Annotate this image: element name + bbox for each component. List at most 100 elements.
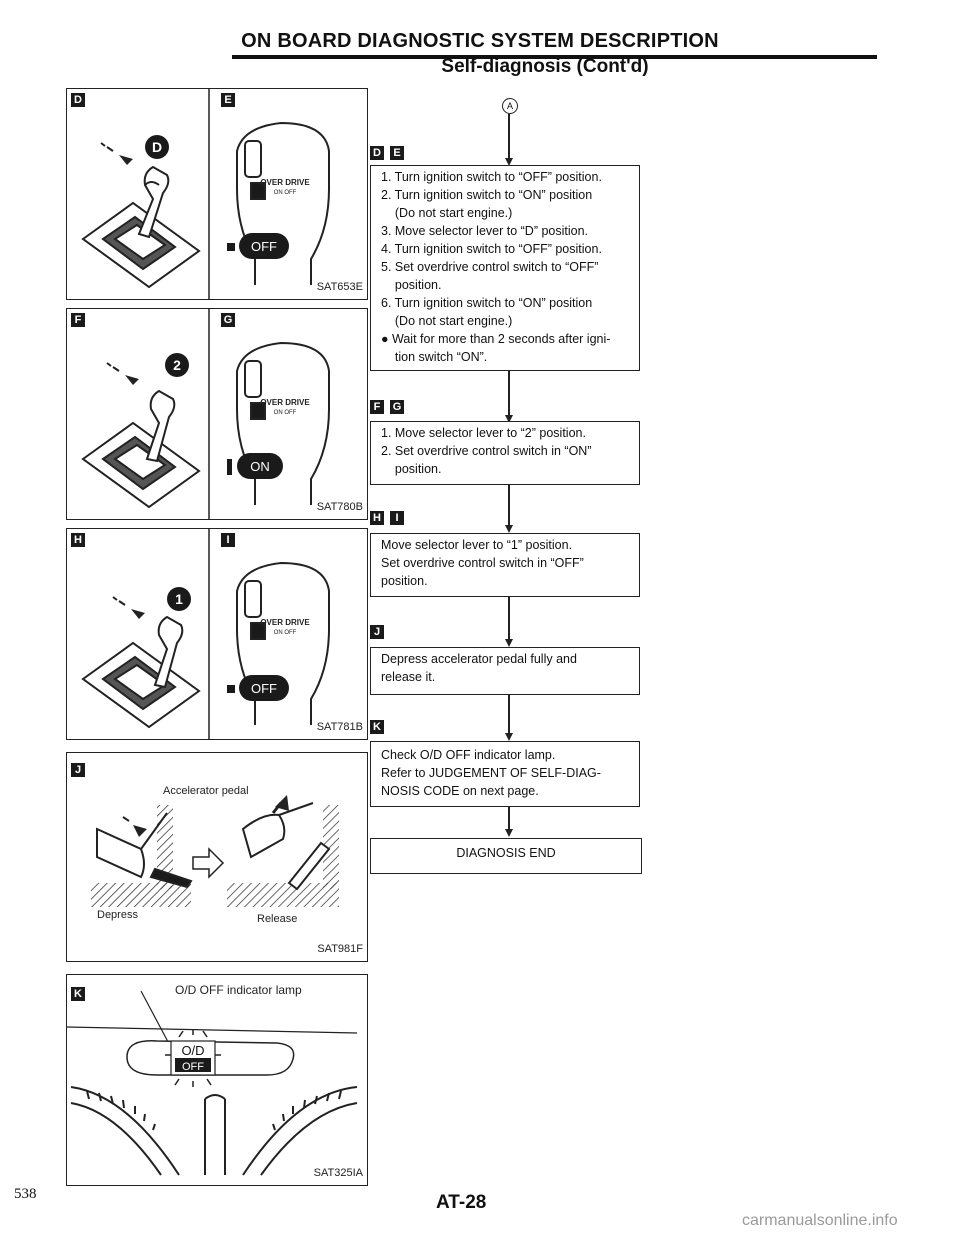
step1-badge-d: D [370,146,384,160]
selector-lever-drawing [81,615,201,729]
svg-text:2: 2 [173,357,181,373]
step1-line: ● Wait for more than 2 seconds after ign… [381,332,611,346]
step2-line: 2. Set overdrive control switch in “ON” [381,444,592,458]
flow-step-4: Depress accelerator pedal fully and rele… [370,647,640,695]
flow-start-marker: A [502,98,518,114]
step5-line: Check O/D OFF indicator lamp. [381,748,556,762]
flow-arrow-head-2 [505,525,513,533]
depress-arrow-icon [122,816,147,837]
page-code: AT-28 [436,1192,487,1213]
figure-row1-drawing: D OVER DRIVE ON OFF OFF [81,89,330,299]
svg-text:OVER DRIVE: OVER DRIVE [260,398,310,407]
page-number: 538 [14,1186,37,1202]
figure-badge-h: H [71,533,85,547]
step3-badge-i: I [390,511,404,525]
figure-badge-i: I [221,533,235,547]
selector-lever-drawing [81,165,201,289]
pedal-depress-drawing [91,805,193,907]
motion-arrow-icon [106,362,139,385]
header-rule [232,55,877,59]
step1-badge-e: E [390,146,404,160]
step1-line: position. [381,278,442,292]
step2-badge-f: F [370,400,384,414]
svg-text:ON OFF: ON OFF [274,410,297,416]
flow-arrow-head-3 [505,639,513,647]
flow-connector-5 [508,807,510,831]
figure-badge-e: E [221,93,235,107]
flow-connector-2 [508,485,510,527]
flow-arrow-head-0 [505,158,513,166]
step3-line: Set overdrive control switch in “OFF” [381,556,584,570]
step4-line: release it. [381,670,436,684]
flow-arrow-head-1 [505,415,513,423]
figure-badge-j: J [71,763,85,777]
svg-text:O/D: O/D [181,1043,204,1058]
step1-line: 5. Set overdrive control switch to “OFF” [381,260,599,274]
overdrive-off-button-icon [227,233,289,259]
step1-line: (Do not start engine.) [381,206,513,220]
svg-text:1: 1 [175,591,183,607]
figure-panel-row1: D OVER DRIVE ON OFF OFF D E SAT653E [66,88,368,300]
step1-line: 1. Turn ignition switch to “OFF” positio… [381,170,602,184]
accelerator-pedal-label: Accelerator pedal [163,785,249,797]
callout-circle-icon [145,135,169,159]
release-arrow-icon [271,795,289,814]
page-subtitle: Self-diagnosis (Cont'd) [441,56,649,77]
step1-line: tion switch “ON”. [381,350,488,364]
figure-row2-drawing: 2 OVER DRIVE ON OFF ON [81,309,330,519]
step2-badge-g: G [390,400,404,414]
flow-arrow-head-5 [505,829,513,837]
motion-arrow-icon [112,596,145,619]
flow-connector-1 [508,371,510,417]
step4-line: Depress accelerator pedal fully and [381,652,577,666]
selector-lever-drawing [81,389,201,509]
figure-code-pedal: SAT981F [317,943,363,955]
flow-step-3: Move selector lever to “1” position. Set… [370,533,640,597]
gauge-cluster-drawing [70,1086,358,1176]
flow-start-marker-label: A [506,101,513,111]
figure-badge-k: K [71,987,85,1001]
release-label: Release [257,913,298,925]
figure-panel-indicator: O/D OFF K O/D OFF indicator lamp SAT325I… [66,974,368,1186]
figure-code-row1: SAT653E [316,281,363,293]
svg-text:OVER DRIVE: OVER DRIVE [260,178,310,187]
step2-line: 1. Move selector lever to “2” position. [381,426,586,440]
flow-arrow-head-4 [505,733,513,741]
watermark: carmanualsonline.info [742,1212,898,1229]
pedal-release-drawing [227,802,339,907]
figure-panel-pedal: J Accelerator pedal Depress Release SAT9… [66,752,368,962]
accelerator-pedal-drawing [91,795,339,907]
shift-knob-drawing [236,341,330,505]
overdrive-off-button-icon [227,675,289,701]
overdrive-on-button-icon [227,453,283,479]
flow-end-box: DIAGNOSIS END [370,838,642,874]
depress-label: Depress [97,909,138,921]
callout-circle-icon [167,587,191,611]
step1-line: 6. Turn ignition switch to “ON” position [381,296,593,310]
indicator-lamp-label: O/D OFF indicator lamp [175,983,302,997]
step1-line: 2. Turn ignition switch to “ON” position [381,188,593,202]
flow-step-5: Check O/D OFF indicator lamp. Refer to J… [370,741,640,807]
transition-arrow-icon [192,847,225,879]
flow-connector-3 [508,597,510,641]
shift-knob-drawing [236,121,330,285]
flow-step-2: 1. Move selector lever to “2” position. … [370,421,640,485]
step5-line: Refer to JUDGEMENT OF SELF-DIAG- [381,766,601,780]
flow-step-1: 1. Turn ignition switch to “OFF” positio… [370,165,640,371]
svg-text:OFF: OFF [251,681,277,696]
figure-code-indicator: SAT325IA [313,1167,363,1179]
svg-text:ON OFF: ON OFF [274,630,297,636]
figure-panel-row2: 2 OVER DRIVE ON OFF ON F G SAT780B [66,308,368,520]
diagnosis-end-label: DIAGNOSIS END [456,846,556,860]
flow-connector-4 [508,695,510,735]
svg-text:ON: ON [250,459,270,474]
callout-circle-icon [165,353,189,377]
figure-code-row3: SAT781B [316,721,363,733]
step5-line: NOSIS CODE on next page. [381,784,539,798]
step3-line: position. [381,574,428,588]
step1-line: (Do not start engine.) [381,314,513,328]
page-title: ON BOARD DIAGNOSTIC SYSTEM DESCRIPTION [241,30,719,52]
step3-badge-h: H [370,511,384,525]
svg-text:D: D [152,139,162,155]
step2-line: position. [381,462,442,476]
